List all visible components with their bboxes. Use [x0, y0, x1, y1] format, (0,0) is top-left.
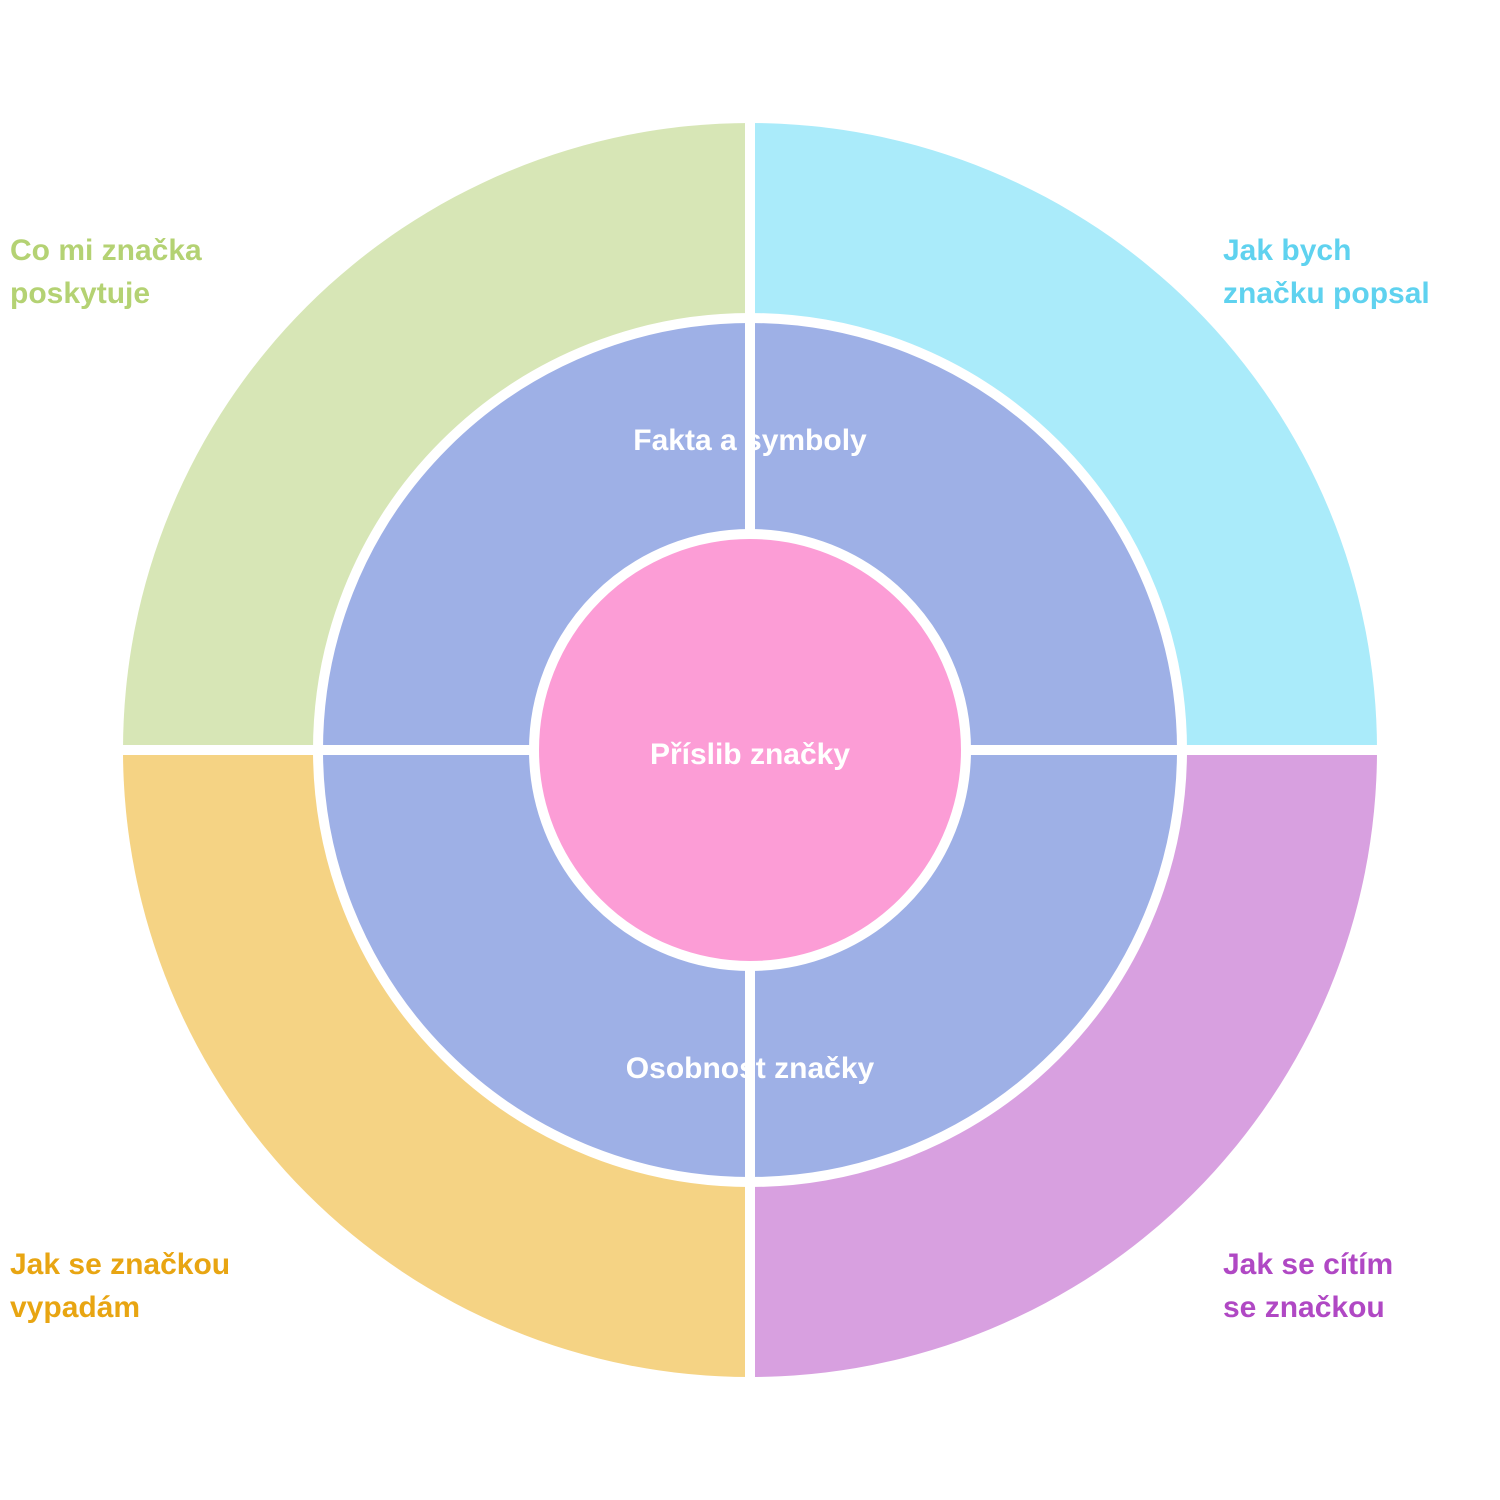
- label-top-left: Co mi značka poskytuje: [10, 229, 202, 315]
- label-bottom-right-line-2: se značkou: [1223, 1291, 1385, 1324]
- label-bottom-left-line-1: Jak se značkou: [10, 1248, 231, 1281]
- label-top-left-line-1: Co mi značka: [10, 234, 202, 267]
- label-bottom-right-line-1: Jak se cítím: [1223, 1248, 1394, 1281]
- center-circle: [529, 529, 971, 971]
- label-bottom-left-line-2: vypadám: [10, 1291, 141, 1324]
- label-bottom-right: Jak se cítím se značkou: [1223, 1243, 1393, 1329]
- label-bottom-left: Jak se značkou vypadám: [10, 1243, 230, 1329]
- middle-ring-bottom-label: Osobnost značky: [626, 1052, 875, 1085]
- label-top-right-line-2: značku popsal: [1223, 277, 1430, 310]
- middle-ring-top-label: Fakta a symboly: [633, 424, 867, 457]
- center-label: Příslib značky: [650, 738, 850, 771]
- label-top-right-line-1: Jak bych: [1223, 234, 1352, 267]
- label-top-right: Jak bych značku popsal: [1223, 229, 1430, 315]
- label-top-left-line-2: poskytuje: [10, 277, 151, 310]
